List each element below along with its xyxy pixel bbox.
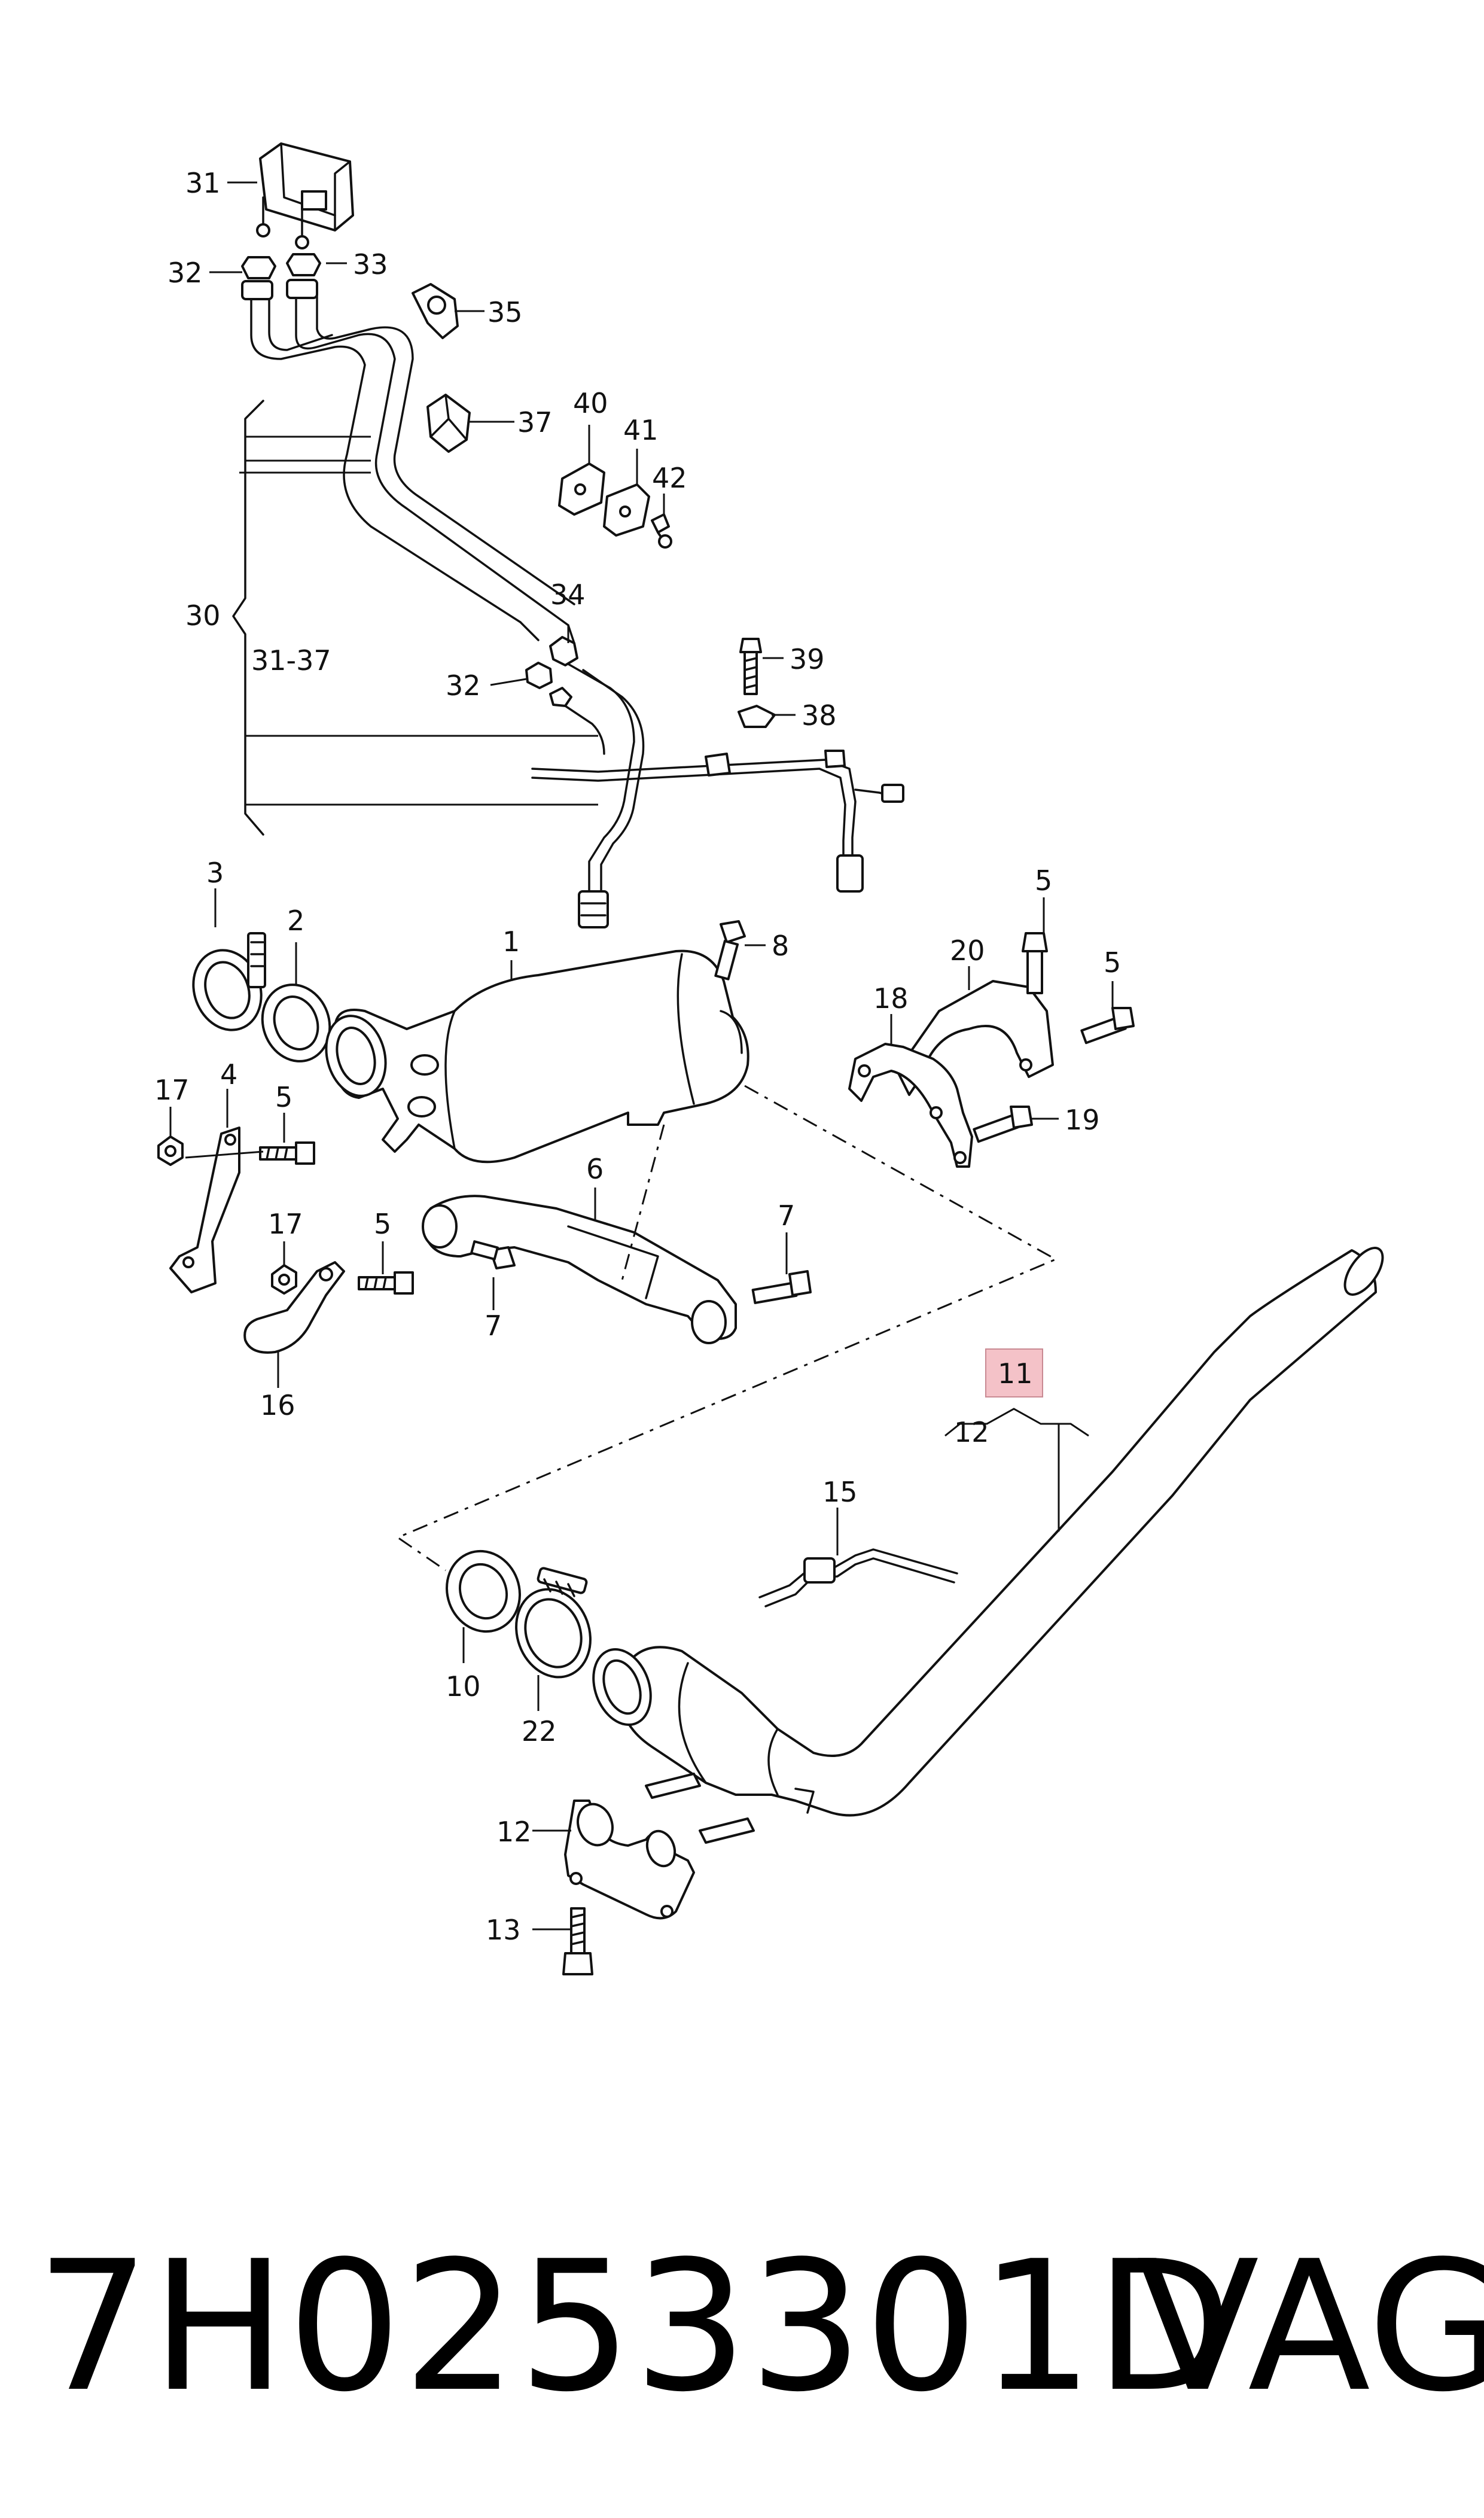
callout-3: 3 [206, 857, 224, 889]
bracket-12 [564, 1800, 695, 1920]
bracket-18 [848, 1043, 973, 1168]
callout-19: 19 [1065, 1104, 1100, 1136]
bolt-5 [259, 1141, 315, 1165]
bolt-7 [470, 1240, 516, 1269]
callout-33: 33 [353, 248, 388, 281]
callout-20: 20 [950, 934, 985, 967]
bolt-8 [714, 920, 746, 981]
hose-connector [525, 662, 553, 689]
callout-42: 42 [652, 462, 687, 494]
hose-clamp [286, 253, 321, 276]
callout-1: 1 [502, 925, 520, 958]
diesel-particulate-filter [325, 949, 749, 1164]
exhaust-parts-diagram: 31 32 33 35 37 40 41 42 30 31-37 34 32 3… [154, 142, 1384, 1975]
bolt-5 [1080, 1007, 1135, 1045]
callout-7: 7 [778, 1199, 795, 1232]
particulate-filter-group [157, 920, 1135, 1354]
callout-41: 41 [623, 414, 659, 446]
callout-12: 12 [954, 1416, 989, 1448]
gasket-10 [446, 1549, 521, 1633]
bolt-7 [751, 1270, 812, 1304]
sensor-hose [250, 292, 522, 623]
callout-12: 12 [496, 1816, 532, 1848]
bolt-13 [562, 1907, 593, 1975]
group-bracket-30 [232, 400, 264, 836]
callout-4: 4 [220, 1058, 237, 1091]
callout-10: 10 [446, 1670, 481, 1703]
hose-clamp [241, 256, 276, 279]
clamp-3 [192, 932, 266, 1031]
callout-22: 22 [522, 1715, 557, 1747]
callout-31-37: 31-37 [251, 644, 331, 677]
callout-17: 17 [268, 1208, 303, 1240]
callout-35: 35 [487, 296, 523, 328]
callout-16: 16 [260, 1389, 295, 1421]
bolt-19 [973, 1106, 1033, 1143]
callout-5: 5 [1035, 864, 1052, 897]
clamp-22 [515, 1567, 592, 1679]
clip-38 [738, 705, 776, 728]
callout-6: 6 [586, 1153, 604, 1185]
callout-2: 2 [287, 905, 304, 937]
callout-11-highlight [985, 1348, 1043, 1397]
bolt-5 [358, 1271, 414, 1295]
front-exhaust-pipe-group [446, 1247, 1384, 1975]
callout-7: 7 [484, 1310, 502, 1342]
part-number: 7H0253301D [36, 2222, 1235, 2431]
callout-34: 34 [550, 578, 586, 611]
callout-5: 5 [275, 1081, 292, 1113]
bracket-4 [169, 1126, 240, 1293]
callout-18: 18 [873, 982, 909, 1015]
callout-5: 5 [1104, 946, 1121, 979]
callout-39: 39 [790, 643, 825, 675]
callout-31: 31 [185, 167, 221, 199]
callout-15: 15 [822, 1476, 858, 1508]
leader-lines [169, 181, 1114, 1931]
callout-38: 38 [802, 699, 837, 732]
callout-11: 11 [998, 1357, 1033, 1390]
pressure-sensor-group [241, 142, 904, 928]
exhaust-pipe [620, 1249, 1377, 1817]
temperature-sensor-15 [758, 1548, 958, 1607]
callout-37: 37 [517, 406, 553, 439]
support-6 [423, 1195, 737, 1340]
callout-30: 30 [185, 599, 221, 632]
hose-connector [549, 636, 578, 666]
callout-5: 5 [374, 1208, 391, 1240]
bolt-5 [1022, 932, 1048, 994]
alignment-line [395, 1085, 1058, 1572]
callout-17: 17 [154, 1074, 190, 1106]
callout-13: 13 [486, 1914, 521, 1946]
brand-name: VAG [1136, 2222, 1484, 2431]
callout-40: 40 [573, 387, 608, 419]
clip-37 [426, 394, 471, 453]
bolt-39 [739, 638, 762, 695]
pressure-sensor [256, 142, 354, 249]
callout-32: 32 [446, 669, 481, 702]
callout-labels: 31 32 33 35 37 40 41 42 30 31-37 34 32 3… [154, 167, 1121, 1946]
callout-8: 8 [772, 930, 789, 962]
callout-32: 32 [167, 257, 203, 289]
bracket-16 [243, 1261, 345, 1354]
